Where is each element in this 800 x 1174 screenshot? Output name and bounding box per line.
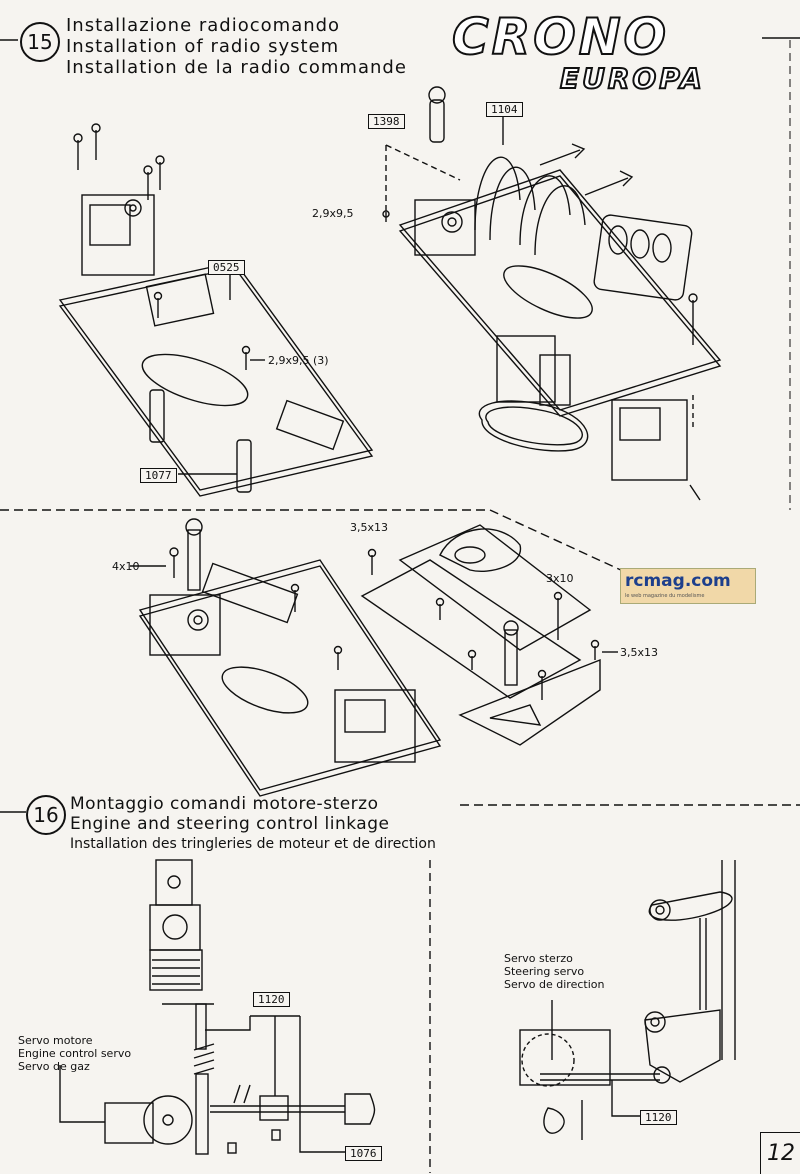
- page-number: 12: [760, 1132, 800, 1174]
- engine-servo-label-en: Engine control servo: [18, 1047, 132, 1060]
- screw-label-2-9x9-5-x3: 2,9x9,5 (3): [268, 354, 329, 367]
- watermark-logo: rcmag.com le web magazine du modelisme: [620, 568, 756, 604]
- screw-label-4x10: 4x10: [112, 560, 140, 573]
- screw-label-3x10: 3x10: [546, 572, 574, 585]
- step-16-title-it: Montaggio comandi motore-sterzo: [70, 794, 379, 814]
- part-1076: 1076: [345, 1146, 382, 1161]
- screw-label-3-5x13-top: 3,5x13: [350, 521, 389, 534]
- part-1077: 1077: [140, 468, 177, 483]
- screw-label-2-9x9-5: 2,9x9,5: [312, 207, 354, 220]
- brand-logo-sub: EUROPA: [559, 61, 705, 96]
- step-15-title-en: Installation of radio system: [66, 36, 340, 57]
- steering-servo-label-it: Servo sterzo: [504, 952, 573, 965]
- steering-servo-callout: Servo sterzo Steering servo Servo de dir…: [504, 952, 604, 991]
- part-1104: 1104: [486, 102, 523, 117]
- screw-label-3-5x13-right: 3,5x13: [620, 646, 659, 659]
- step-16-title-fr: Installation des tringleries de moteur e…: [70, 836, 436, 852]
- watermark-text: rcmag.com: [625, 571, 731, 591]
- brand-logo-main: CRONO: [451, 7, 670, 67]
- step-15-number: 15: [20, 22, 60, 62]
- steering-servo-label-en: Steering servo: [504, 965, 585, 978]
- part-1398: 1398: [368, 114, 405, 129]
- step-16-title-en: Engine and steering control linkage: [70, 814, 390, 834]
- part-0525: 0525: [208, 260, 245, 275]
- part-1120-left: 1120: [253, 992, 290, 1007]
- watermark-subtext: le web magazine du modelisme: [625, 593, 705, 599]
- engine-servo-label-fr: Servo de gaz: [18, 1060, 90, 1073]
- step-15-title-it: Installazione radiocomando: [66, 15, 341, 36]
- step-16-number: 16: [26, 795, 66, 835]
- engine-servo-label-it: Servo motore: [18, 1034, 93, 1047]
- engine-servo-callout: Servo motore Engine control servo Servo …: [18, 1034, 131, 1073]
- steering-servo-label-fr: Servo de direction: [504, 978, 605, 991]
- part-1120-right: 1120: [640, 1110, 677, 1125]
- step-15-title-fr: Installation de la radio commande: [66, 57, 407, 78]
